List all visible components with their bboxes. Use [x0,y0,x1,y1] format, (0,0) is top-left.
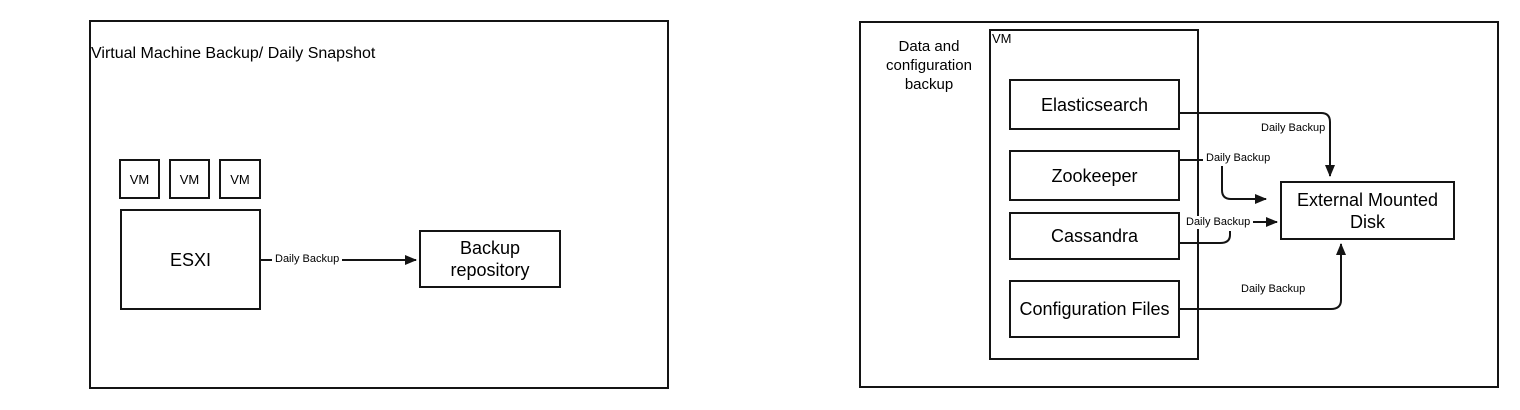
esxi-label: ESXI [169,249,212,270]
zookeeper-box: Zookeeper [1009,150,1180,201]
elasticsearch-label: Elasticsearch [1040,94,1149,115]
vm-box-3: VM [219,159,261,199]
daily-backup-label-cassandra: Daily Backup [1183,216,1254,229]
line-cassandra-to-label [1180,231,1231,244]
configuration-files-box: Configuration Files [1009,280,1180,338]
daily-backup-label-configuration-files: Daily Backup [1238,283,1309,296]
esxi-box: ESXI [120,209,261,310]
elasticsearch-box: Elasticsearch [1009,79,1180,130]
arrow-elasticsearch-to-disk [1180,112,1335,177]
daily-backup-label-zookeeper: Daily Backup [1203,152,1274,165]
left-panel-title: Virtual Machine Backup/ Daily Snapshot [91,45,376,62]
data-configuration-backup-caption: Data and configuration backup [886,38,972,93]
vm-box-3-label: VM [230,171,250,187]
arrow-configuration-files-to-disk [1180,243,1346,310]
backup-repository-box: Backup repository [419,230,561,288]
arrow-zookeeper-to-disk [1221,166,1267,204]
vm-backup-panel [89,20,669,389]
backup-repository-label: Backup repository [450,238,530,280]
vm-box-2-label: VM [179,171,200,187]
cassandra-label: Cassandra [1050,226,1139,246]
external-mounted-disk-box: External Mounted Disk [1280,181,1455,240]
external-mounted-disk-label: External Mounted Disk [1296,189,1439,232]
vm-box-1-label: VM [129,171,150,187]
daily-backup-label-elasticsearch: Daily Backup [1258,122,1329,135]
vm-box-1: VM [119,159,160,199]
daily-backup-label-esxi: Daily Backup [272,253,343,266]
vm-container-label: VM [992,31,1012,46]
cassandra-box: Cassandra [1009,212,1180,260]
zookeeper-label: Zookeeper [1051,165,1138,186]
configuration-files-label: Configuration Files [1019,299,1170,319]
vm-box-2: VM [169,159,210,199]
